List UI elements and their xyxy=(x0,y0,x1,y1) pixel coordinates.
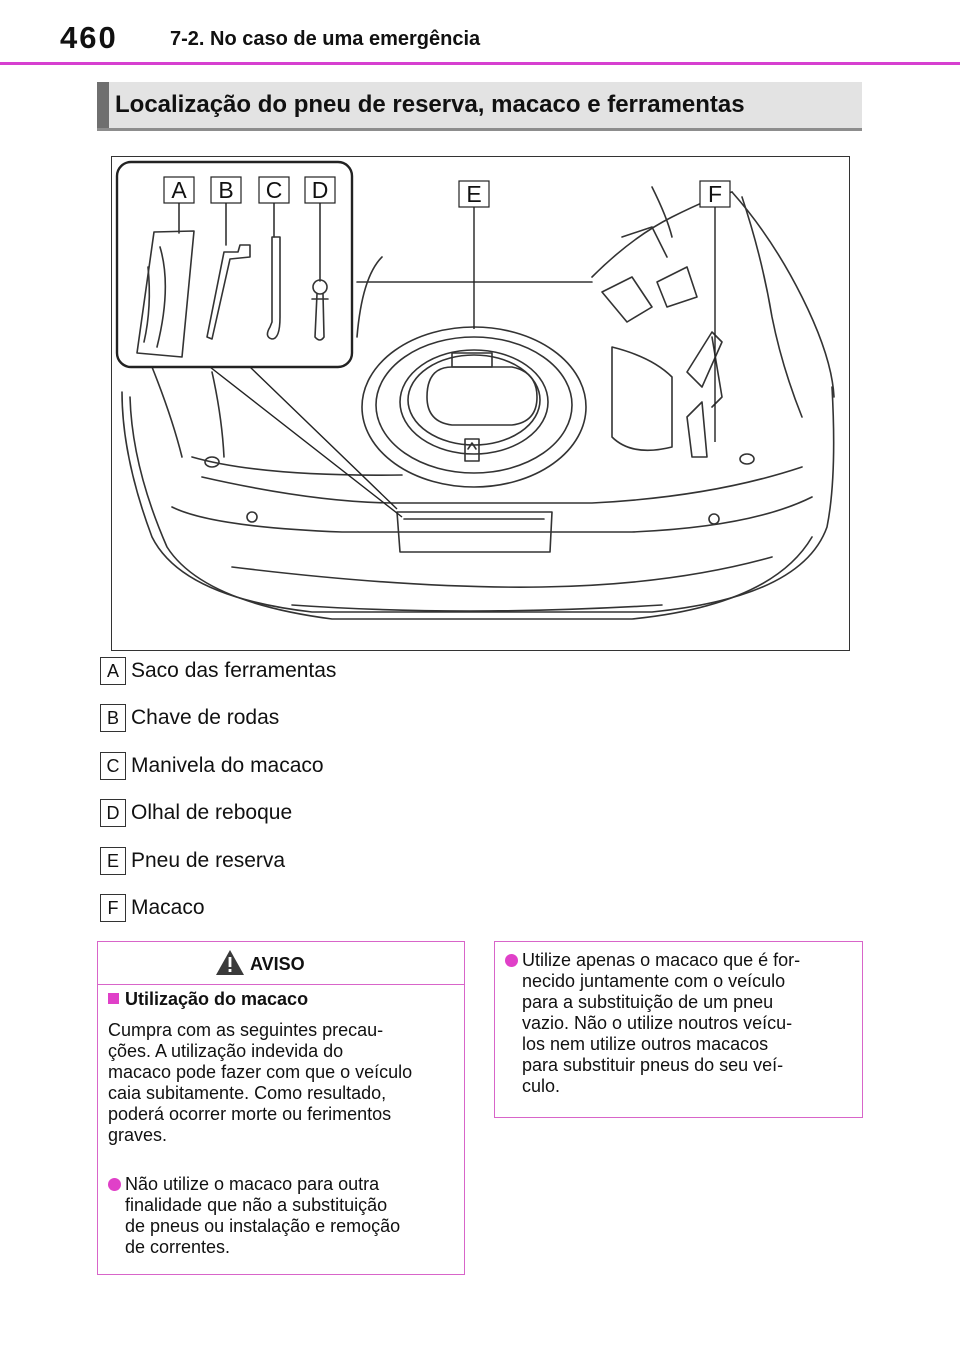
round-bullet-icon xyxy=(505,954,518,967)
page-header: 460 7-2. No caso de uma emergência xyxy=(0,0,960,66)
text-line: para a substituição de um pneu xyxy=(522,992,774,1012)
text-line: ções. A utilização indevida do xyxy=(108,1041,344,1061)
trunk-illustration: A B C D E F xyxy=(111,156,850,651)
page-number: 460 xyxy=(60,20,118,55)
section-heading-accent xyxy=(97,82,109,128)
text-line: Utilize apenas o macaco que é for- xyxy=(522,950,801,970)
round-bullet-icon xyxy=(108,1178,121,1191)
warning-continuation-box: Utilize apenas o macaco que é for- necid… xyxy=(494,941,863,1118)
text-line: necido juntamente com o veículo xyxy=(522,971,786,991)
text-line: vazio. Não o utilize noutros veícu- xyxy=(522,1013,793,1033)
warning-box: AVISO Utilização do macaco Cumpra com as… xyxy=(97,941,465,1275)
warning-header: AVISO xyxy=(98,942,464,985)
warning-subheading: Utilização do macaco xyxy=(108,989,308,1010)
text-line: de correntes. xyxy=(125,1237,231,1257)
header-rule xyxy=(0,62,960,65)
text-line: caia subitamente. Como resultado, xyxy=(108,1083,387,1103)
callout-b: B xyxy=(218,177,233,203)
legend-letter: B xyxy=(100,704,126,732)
legend-text: Pneu de reserva xyxy=(131,849,286,872)
text-line: macaco pode fazer com que o veículo xyxy=(108,1062,413,1082)
text-line: poderá ocorrer morte ou ferimentos xyxy=(108,1104,392,1124)
legend-text: Saco das ferramentas xyxy=(131,659,337,682)
legend-text: Chave de rodas xyxy=(131,706,280,729)
trunk-illustration-drawing: A B C D E F xyxy=(115,160,835,620)
legend-letter: E xyxy=(100,847,126,875)
text-line: culo. xyxy=(522,1076,561,1096)
text-line: los nem utilize outros macacos xyxy=(522,1034,769,1054)
text-line: para substituir pneus do seu veí- xyxy=(522,1055,784,1075)
legend-letter: F xyxy=(100,894,126,922)
callout-a: A xyxy=(171,177,187,203)
legend-letter: C xyxy=(100,752,126,780)
text-line: Não utilize o macaco para outra xyxy=(125,1174,380,1194)
warning-bullet-text: Não utilize o macaco para outra finalida… xyxy=(125,1174,400,1258)
text-line: de pneus ou instalação e remoção xyxy=(125,1216,401,1236)
text-line: finalidade que não a substituição xyxy=(125,1195,388,1215)
callout-e: E xyxy=(466,181,481,207)
square-bullet-icon xyxy=(108,993,119,1004)
warning-triangle-icon xyxy=(216,950,244,975)
section-title: Localização do pneu de reserva, macaco e… xyxy=(115,91,745,118)
text-line: Cumpra com as seguintes precau- xyxy=(108,1020,384,1040)
legend-text: Manivela do macaco xyxy=(131,754,324,777)
section-heading-bar: Localização do pneu de reserva, macaco e… xyxy=(97,82,862,131)
legend-text: Macaco xyxy=(131,896,205,919)
warning-subheading-text: Utilização do macaco xyxy=(125,989,309,1009)
callout-c: C xyxy=(266,177,283,203)
legend-letter: D xyxy=(100,799,126,827)
legend-letter: A xyxy=(100,657,126,685)
warning-paragraph: Cumpra com as seguintes precau- ções. A … xyxy=(108,1020,453,1146)
warning-title: AVISO xyxy=(250,954,305,974)
text-line: graves. xyxy=(108,1125,168,1145)
chapter-title: 7-2. No caso de uma emergência xyxy=(170,28,481,50)
note-bullet-text: Utilize apenas o macaco que é for- necid… xyxy=(522,950,800,1097)
callout-f: F xyxy=(708,181,722,207)
callout-d: D xyxy=(312,177,329,203)
legend-text: Olhal de reboque xyxy=(131,801,293,824)
